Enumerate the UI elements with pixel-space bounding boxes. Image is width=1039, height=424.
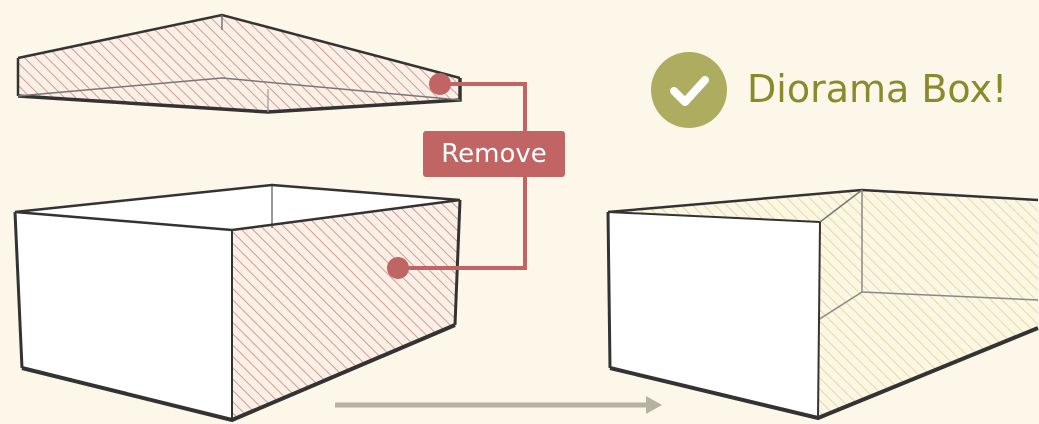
- check-icon: [670, 76, 709, 106]
- closed-box: [13, 183, 462, 423]
- lid-marker-dot: [429, 73, 451, 95]
- result-title: Diorama Box!: [747, 67, 1008, 111]
- remove-label: Remove: [423, 131, 565, 177]
- success-badge: [651, 52, 727, 128]
- box-lid: [16, 13, 462, 114]
- right-arrow-icon: [335, 396, 662, 414]
- diorama-box: [606, 188, 1039, 421]
- box-side-marker-dot: [387, 257, 409, 279]
